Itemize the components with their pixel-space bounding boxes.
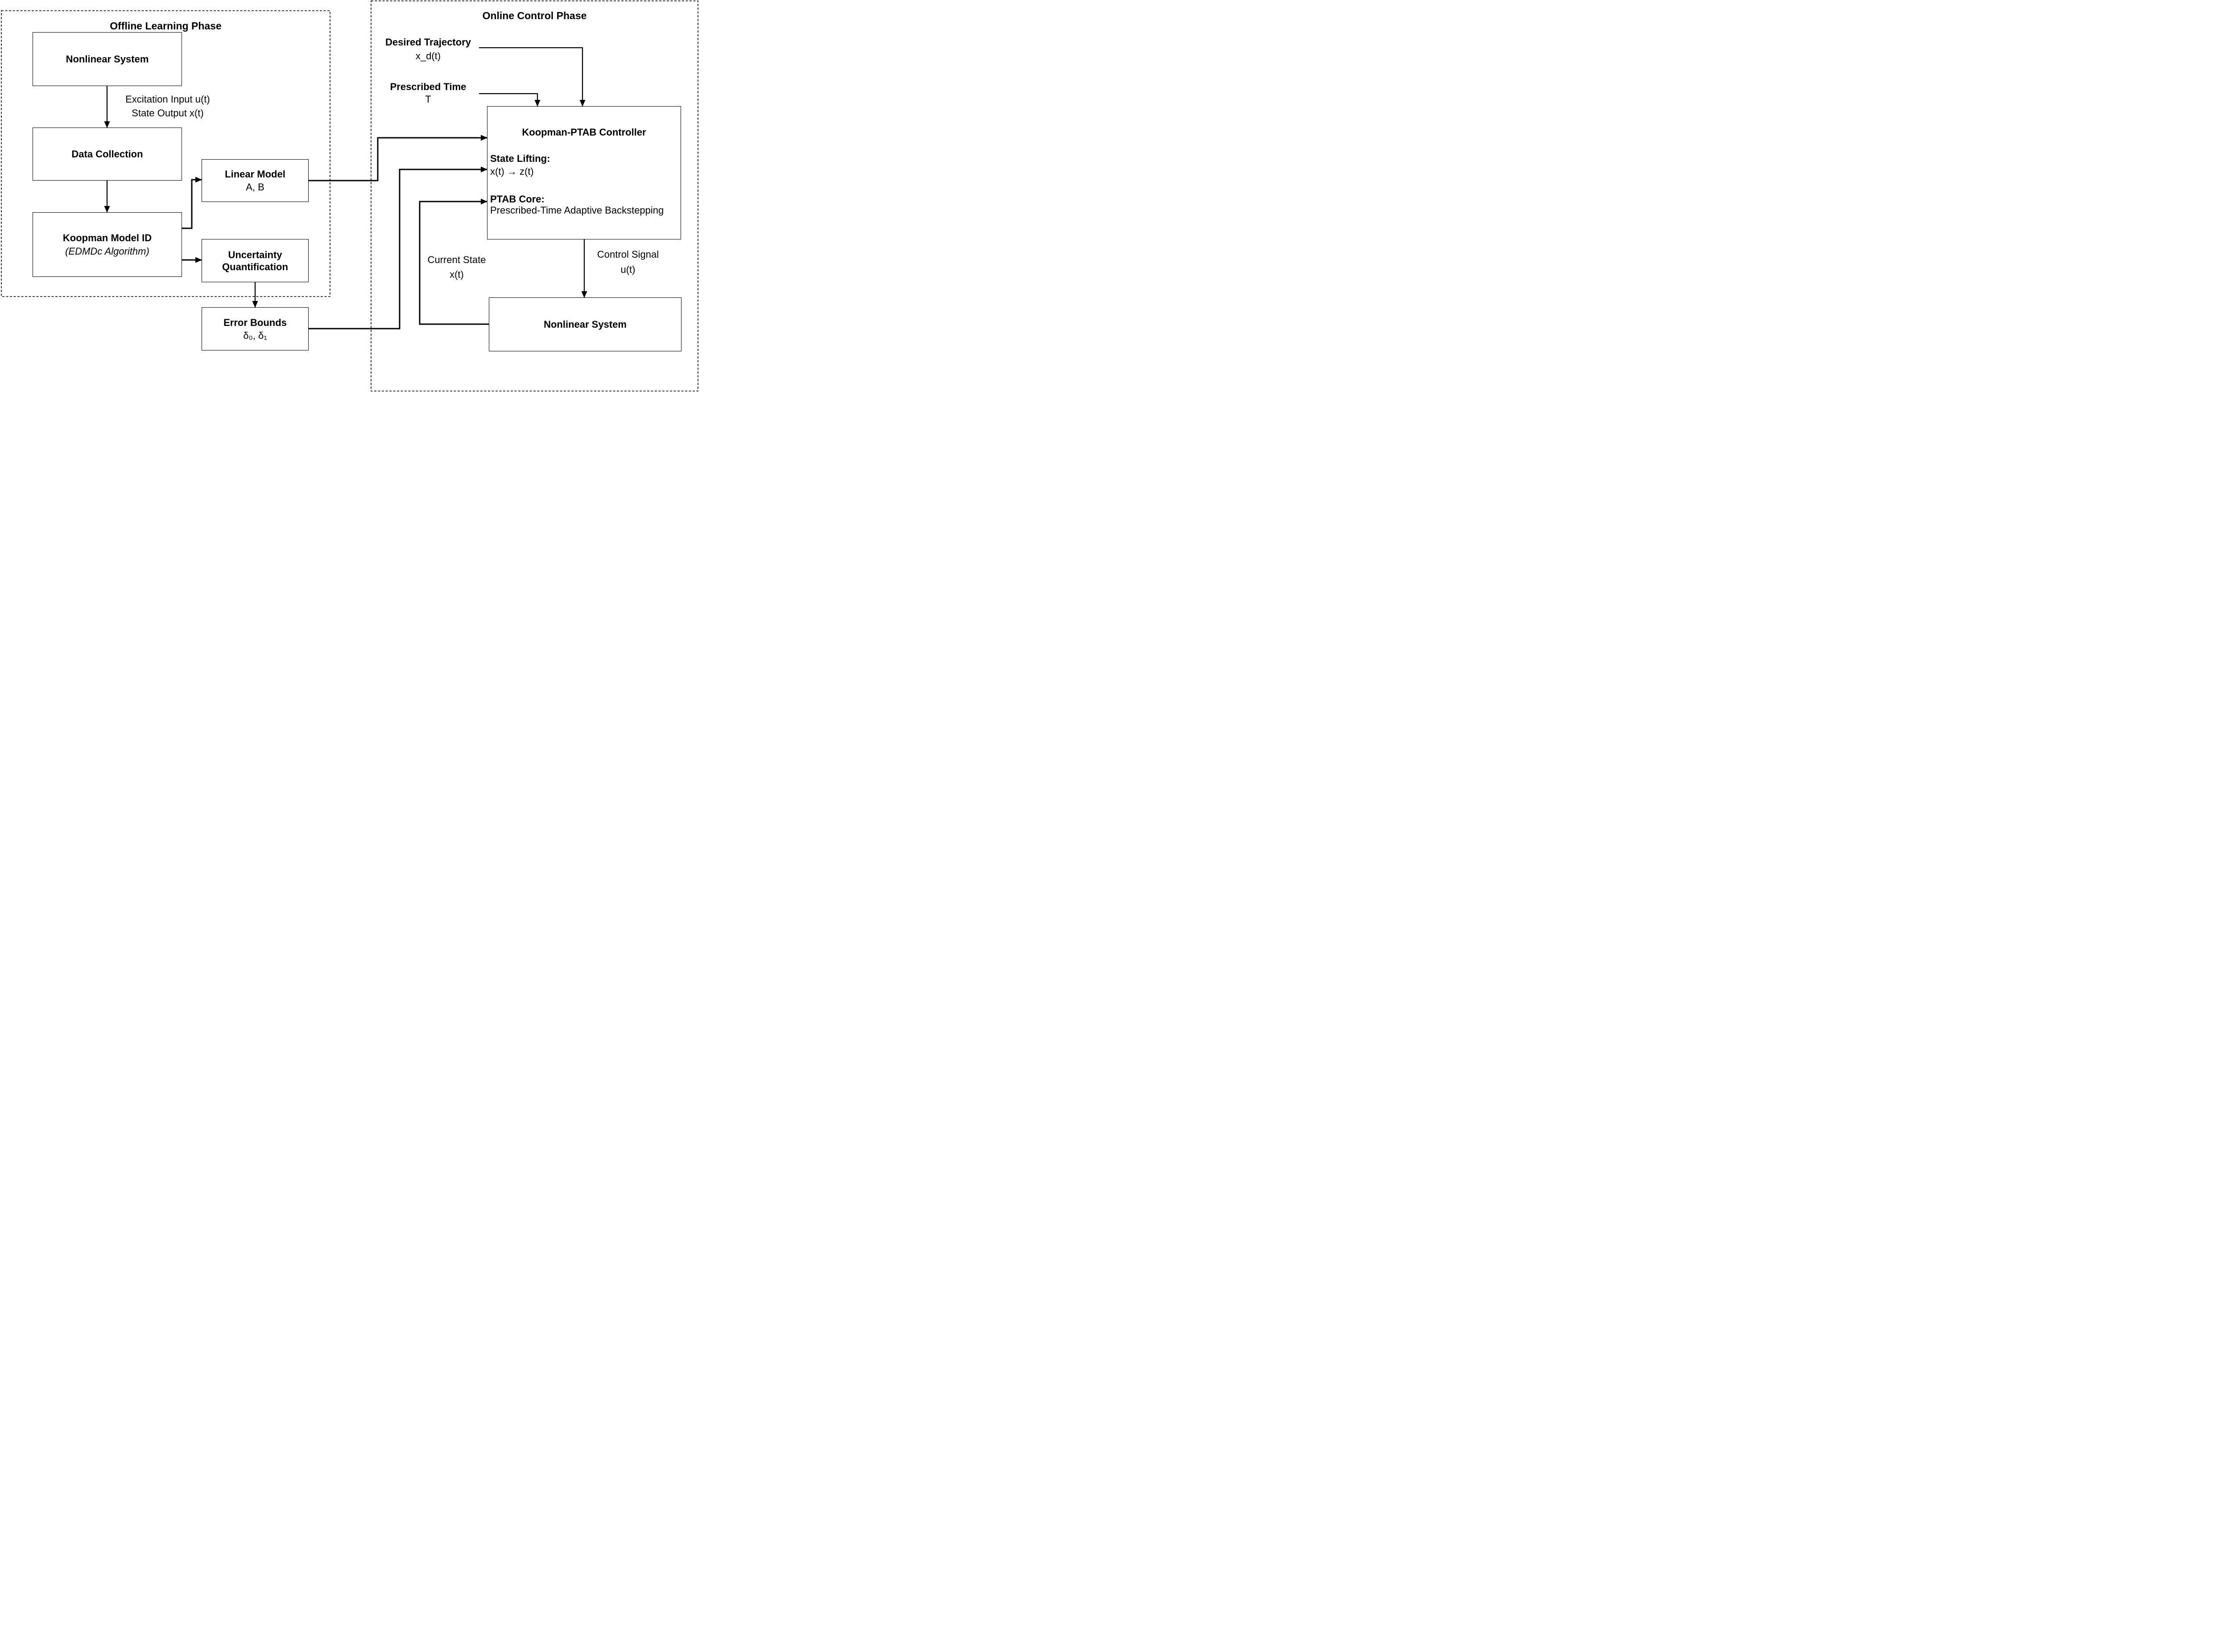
offline-phase-border [1, 10, 330, 297]
edge-current-state-feedback [419, 198, 489, 325]
offline-nonlinear-system-label: Nonlinear System [66, 53, 149, 65]
error-bounds-box: Error Bounds δ₀, δ₁ [202, 307, 309, 350]
state-lifting-value: x(t) → z(t) [490, 166, 534, 177]
data-collection-label: Data Collection [71, 148, 143, 160]
koopman-model-id-box: Koopman Model ID (EDMDc Algorithm) [33, 212, 182, 277]
linear-model-box: Linear Model A, B [202, 159, 309, 202]
edge-prescribed-time [479, 93, 541, 107]
ptab-core-value: Prescribed-Time Adaptive Backstepping [490, 205, 664, 216]
online-nonlinear-system-label: Nonlinear System [544, 318, 627, 330]
edge-desired-trajectory [479, 47, 586, 107]
diagram-edges-layer [1, 0, 698, 391]
prescribed-time-value: T [425, 94, 431, 105]
control-signal-value: u(t) [620, 264, 636, 275]
control-signal-label: Control Signal [597, 249, 659, 260]
data-collection-box: Data Collection [33, 128, 182, 181]
koopman-ptab-diagram: Offline Learning Phase Online Control Ph… [0, 0, 699, 392]
offline-phase-title: Offline Learning Phase [110, 20, 222, 32]
current-state-label: Current State [427, 254, 486, 265]
online-phase-title: Online Control Phase [482, 10, 587, 21]
controller-title: Koopman-PTAB Controller [522, 127, 646, 138]
excitation-input-label: Excitation Input u(t) [125, 94, 210, 105]
error-bounds-label: Error Bounds [223, 317, 287, 328]
linear-model-label: Linear Model [225, 169, 285, 180]
state-lifting-label: State Lifting: [490, 153, 550, 164]
ptab-core-label: PTAB Core: [490, 194, 545, 205]
koopman-model-id-label: Koopman Model ID [62, 232, 152, 243]
state-output-label: State Output x(t) [132, 107, 204, 119]
edge-linearmodel-to-controller [309, 135, 487, 181]
koopman-ptab-controller-box: Koopman-PTAB Controller State Lifting: x… [487, 106, 681, 239]
online-nonlinear-system-box: Nonlinear System [489, 297, 681, 351]
uncertainty-quantification-box: Uncertainty Quantification [202, 239, 309, 282]
edge-koopman-to-linearmodel [182, 177, 202, 229]
edge-errorbounds-to-controller [309, 166, 487, 330]
desired-trajectory-label: Desired Trajectory [385, 37, 471, 48]
current-state-value: x(t) [450, 269, 464, 280]
online-phase-border [371, 0, 698, 391]
offline-nonlinear-system-box: Nonlinear System [33, 32, 182, 86]
excitation-edge-label: Excitation Input u(t) State Output x(t) [103, 92, 232, 120]
linear-model-sublabel: A, B [246, 181, 264, 193]
koopman-model-id-sublabel: (EDMDc Algorithm) [65, 245, 149, 257]
prescribed-time-label: Prescribed Time [390, 81, 467, 92]
desired-trajectory-value: x_d(t) [415, 50, 441, 62]
error-bounds-sublabel: δ₀, δ₁ [243, 330, 267, 341]
uncertainty-quantification-label: Uncertainty Quantification [222, 249, 288, 272]
